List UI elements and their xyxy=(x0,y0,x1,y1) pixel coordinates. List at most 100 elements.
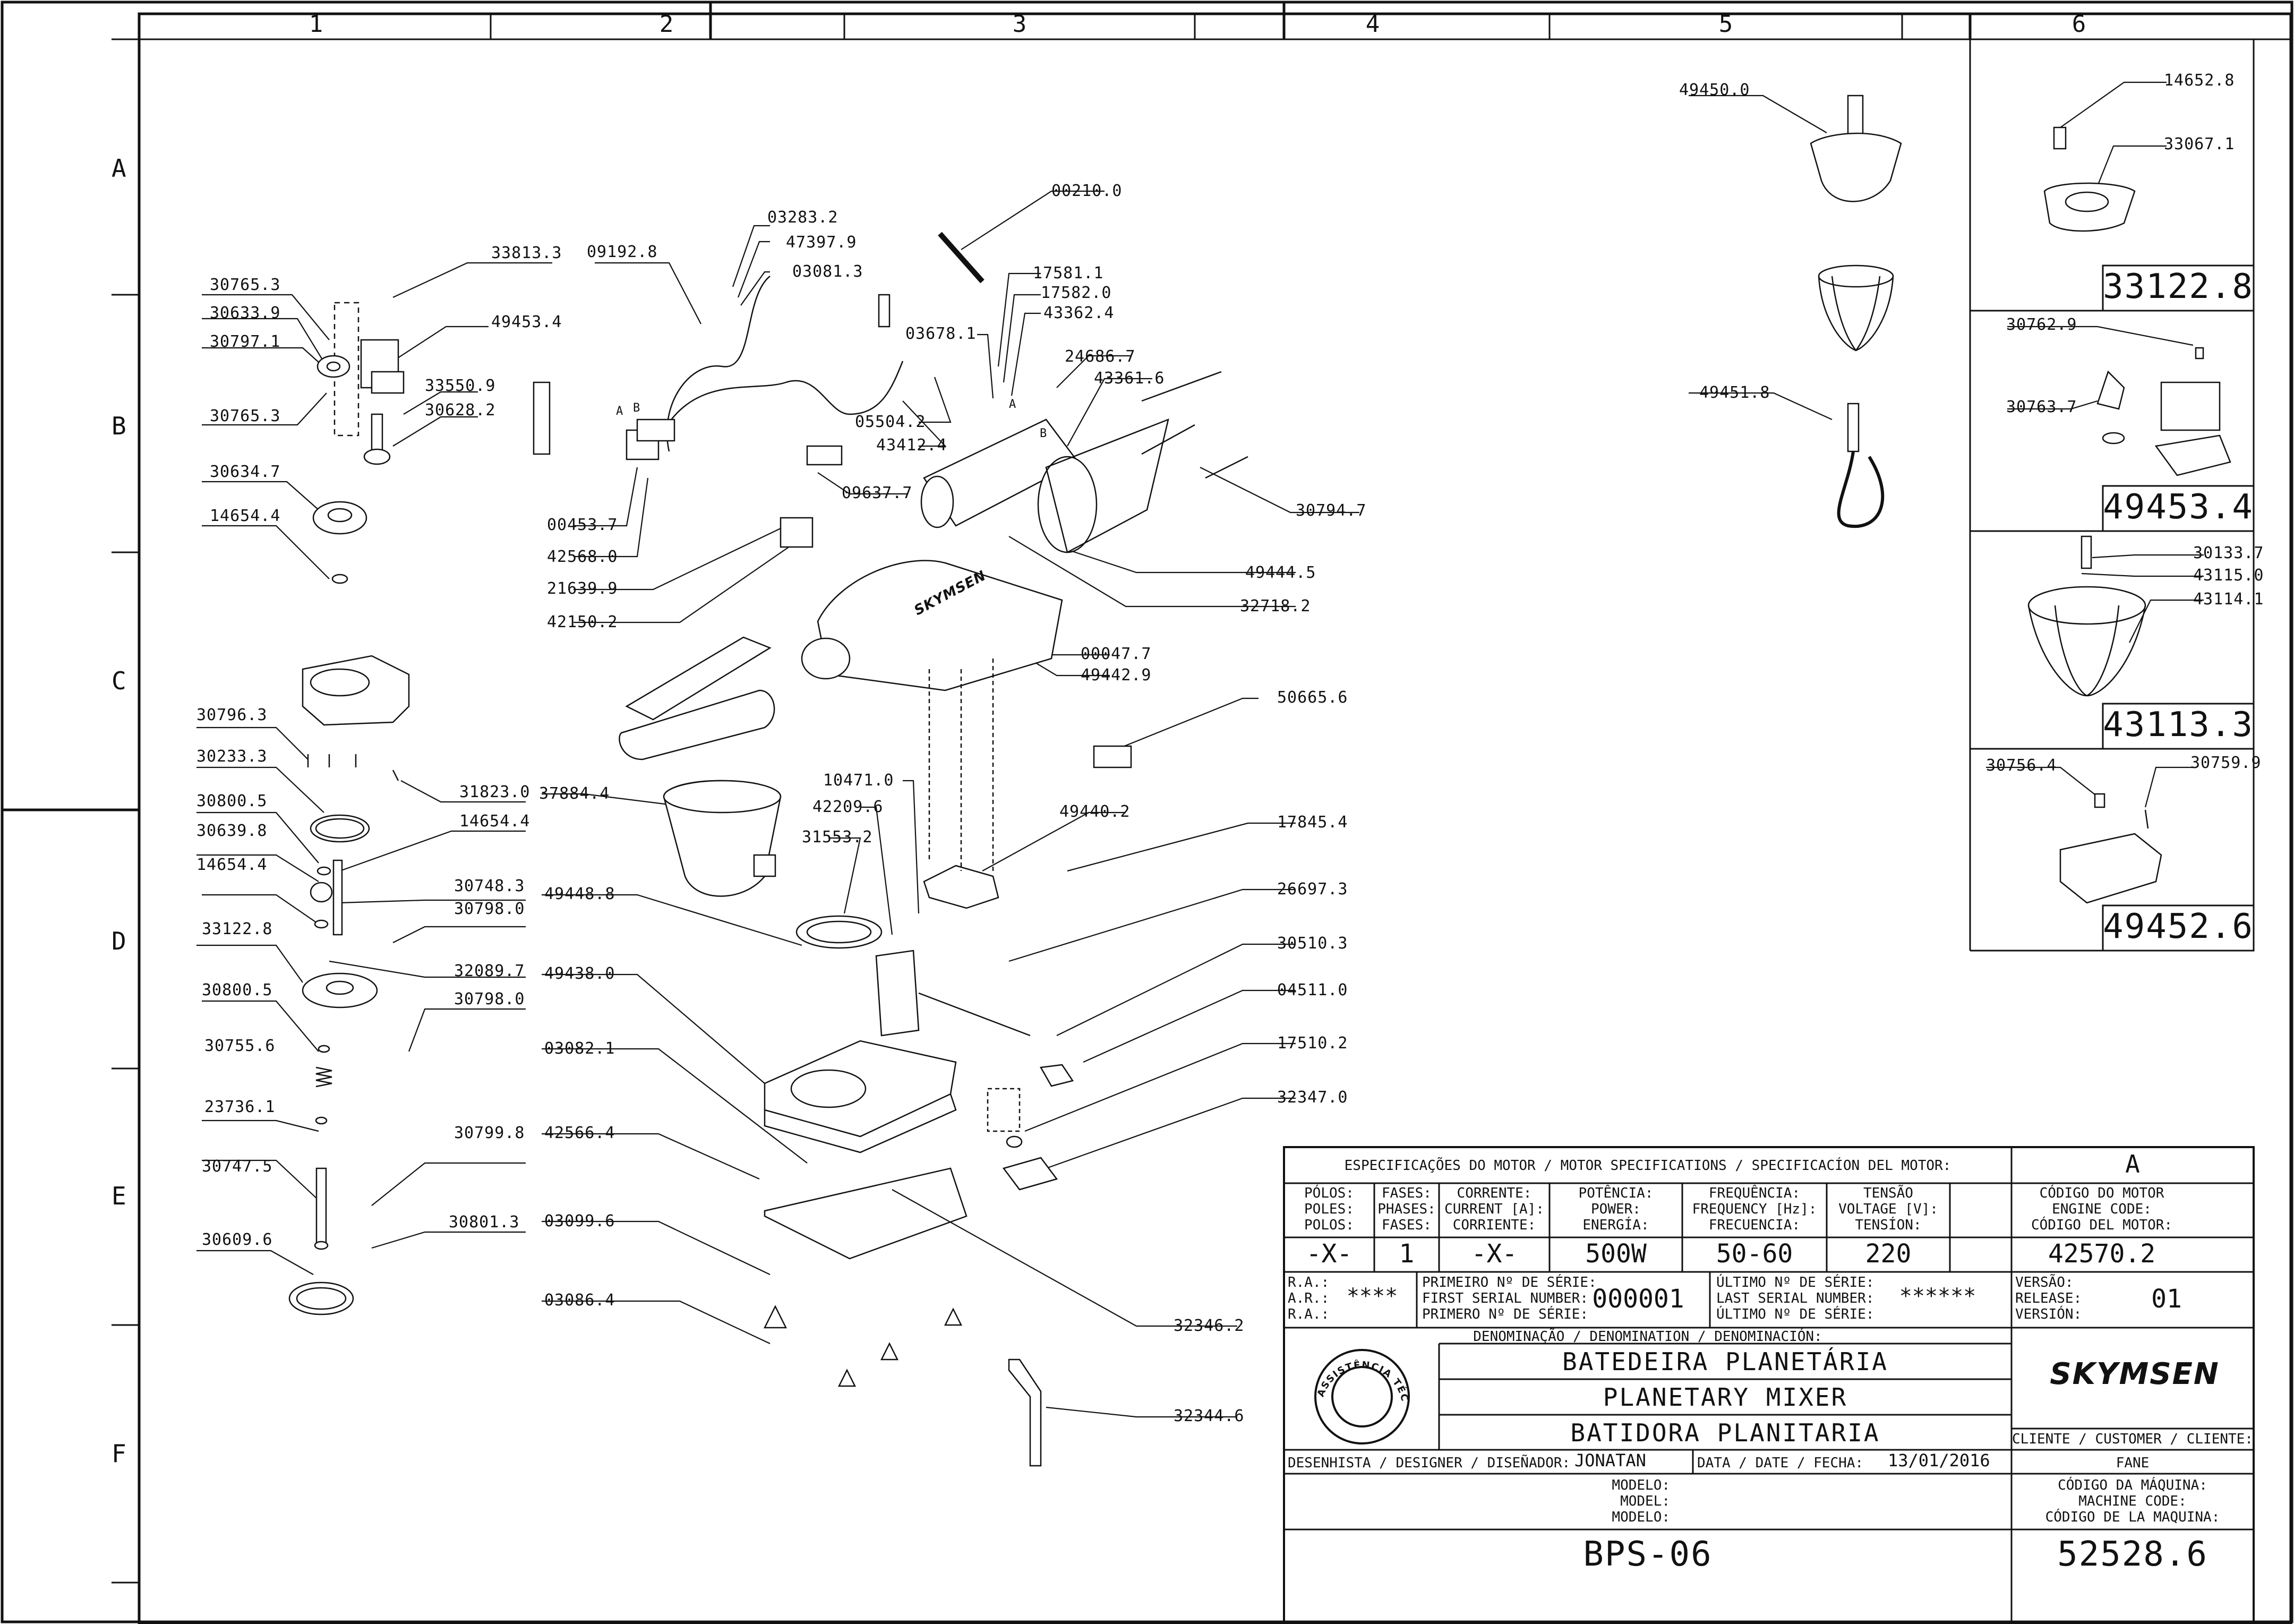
part-label: 32089.7 xyxy=(454,962,525,980)
grid-row-e: E xyxy=(112,1182,126,1210)
ra-value: **** xyxy=(1346,1284,1398,1309)
part-label: 17581.1 xyxy=(1033,264,1104,283)
part-label: 30762.9 xyxy=(2006,315,2077,334)
part-label: 30634.7 xyxy=(210,463,281,481)
machine-code-value: 52528.6 xyxy=(2057,1535,2208,1574)
part-label: 30765.3 xyxy=(210,276,281,294)
part-label: 00453.7 xyxy=(547,516,618,534)
part-label: 00047.7 xyxy=(1081,645,1152,663)
part-label: 23736.1 xyxy=(204,1098,276,1116)
part-label: 32344.6 xyxy=(1174,1407,1245,1425)
phases-label: FASES: PHASES: FASES: xyxy=(1377,1185,1436,1233)
part-label: 30797.1 xyxy=(210,332,281,351)
part-label: 03283.2 xyxy=(767,208,838,227)
part-label: 42566.4 xyxy=(544,1124,615,1142)
phases-value: 1 xyxy=(1399,1239,1415,1269)
part-label: 31823.0 xyxy=(459,783,530,801)
part-label: 09192.8 xyxy=(587,243,658,261)
first-serial-value: 000001 xyxy=(1592,1284,1684,1314)
part-label: 14652.8 xyxy=(2164,71,2235,90)
part-label: 30763.7 xyxy=(2006,398,2077,416)
part-label: 03678.1 xyxy=(905,324,977,343)
part-label: 21639.9 xyxy=(547,579,618,598)
first-serial-label: PRIMEIRO Nº DE SÉRIE: FIRST SERIAL NUMBE… xyxy=(1422,1275,1597,1322)
part-label: 30796.3 xyxy=(196,706,268,724)
part-label: 03082.1 xyxy=(544,1039,615,1058)
part-label: 09637.7 xyxy=(842,484,913,502)
date-label: DATA / DATE / FECHA: xyxy=(1697,1455,1864,1471)
part-label: 30133.7 xyxy=(2193,544,2264,562)
grid-row-b: B xyxy=(112,412,126,440)
seal-text: ASSISTÊNCIA TÉCNICA AUTORIZADA xyxy=(0,0,1409,1403)
part-label: 47397.9 xyxy=(786,233,857,252)
callout-b: B xyxy=(1040,427,1048,440)
model-label: MODELO: MODEL: MODELO: xyxy=(1612,1477,1670,1525)
part-label: 00210.0 xyxy=(1051,182,1123,200)
grid-col-1: 1 xyxy=(309,11,323,38)
part-label: 33067.1 xyxy=(2164,135,2235,153)
part-label: 26697.3 xyxy=(1277,880,1348,899)
svg-text:ASSISTÊNCIA TÉCNICA AUTORIZADA: ASSISTÊNCIA TÉCNICA AUTORIZADA xyxy=(0,0,1409,1403)
part-label: 43361.6 xyxy=(1094,369,1165,388)
part-label: 30609.6 xyxy=(202,1230,273,1249)
part-label: 42209.6 xyxy=(812,798,884,816)
part-label: 10471.0 xyxy=(823,771,894,790)
part-label: 03086.4 xyxy=(544,1291,615,1310)
model-value: BPS-06 xyxy=(1583,1535,1713,1574)
product-name-pt: BATEDEIRA PLANETÁRIA xyxy=(1562,1347,1888,1376)
brand-logo: SKYMSEN xyxy=(2050,1357,2220,1391)
designer-label: DESENHISTA / DESIGNER / DISEÑADOR: xyxy=(1288,1455,1571,1471)
part-label: 14654.4 xyxy=(210,507,281,525)
part-label: 05504.2 xyxy=(855,413,926,431)
part-label: 30233.3 xyxy=(196,747,268,766)
product-name-es: BATIDORA PLANITARIA xyxy=(1570,1418,1880,1447)
part-label: 30801.3 xyxy=(449,1213,520,1232)
engine-code-value: 42570.2 xyxy=(2048,1239,2156,1269)
part-label: 30755.6 xyxy=(204,1037,276,1055)
last-serial-value: ****** xyxy=(1899,1284,1976,1309)
grid-col-4: 4 xyxy=(1365,11,1380,38)
version-label: VERSÃO: RELEASE: VERSIÓN: xyxy=(2015,1275,2082,1322)
part-label: 32347.0 xyxy=(1277,1088,1348,1107)
part-label: 50665.6 xyxy=(1277,688,1348,707)
part-label: 17510.2 xyxy=(1277,1034,1348,1053)
part-label: 30765.3 xyxy=(210,407,281,425)
part-label: 30756.4 xyxy=(1986,756,2057,775)
part-label: 17582.0 xyxy=(1041,284,1112,302)
part-label: 31553.2 xyxy=(802,828,873,847)
current-value: -X- xyxy=(1471,1239,1518,1269)
poles-value: -X- xyxy=(1306,1239,1353,1269)
voltage-label: TENSÃO VOLTAGE [V]: TENSÍON: xyxy=(1838,1185,1938,1233)
denomination-label: DENOMINAÇÃO / DENOMINATION / DENOMINACIÓ… xyxy=(1473,1329,1822,1345)
part-label: 49451.8 xyxy=(1699,383,1770,402)
motor-spec-header: ESPECIFICAÇÕES DO MOTOR / MOTOR SPECIFIC… xyxy=(1344,1158,1951,1174)
part-label: 33122.8 xyxy=(202,920,273,938)
part-label: 42150.2 xyxy=(547,613,618,631)
product-name-en: PLANETARY MIXER xyxy=(1603,1383,1848,1412)
part-label: 30639.8 xyxy=(196,822,268,840)
machine-code-label: CÓDIGO DA MÁQUINA: MACHINE CODE: CÓDIGO … xyxy=(2045,1477,2220,1525)
part-label: 30794.7 xyxy=(1296,501,1367,520)
part-label: 03099.6 xyxy=(544,1212,615,1230)
part-label: 24686.7 xyxy=(1065,347,1136,366)
part-label: 32346.2 xyxy=(1174,1317,1245,1335)
last-serial-label: ÚLTIMO Nº DE SÉRIE: LAST SERIAL NUMBER: … xyxy=(1716,1275,1874,1322)
date-value: 13/01/2016 xyxy=(1888,1450,1990,1471)
part-label: 49453.4 xyxy=(491,313,562,331)
part-label: 30759.9 xyxy=(2190,754,2262,772)
frequency-value: 50-60 xyxy=(1716,1239,1793,1269)
part-label: 43115.0 xyxy=(2193,566,2264,585)
part-label: 33550.9 xyxy=(425,377,496,395)
part-label: 49444.5 xyxy=(1245,563,1316,582)
grid-col-5: 5 xyxy=(1718,11,1733,38)
part-label: 14654.4 xyxy=(196,856,268,874)
grid-col-2: 2 xyxy=(659,11,674,38)
kit-number: 49453.4 xyxy=(2103,488,2254,527)
grid-row-f: F xyxy=(112,1439,126,1468)
part-label: 30510.3 xyxy=(1277,934,1348,953)
client-value: FANE xyxy=(2116,1455,2150,1471)
power-value: 500W xyxy=(1585,1239,1647,1269)
callout-b: B xyxy=(633,401,641,415)
part-label: 43362.4 xyxy=(1043,304,1115,322)
